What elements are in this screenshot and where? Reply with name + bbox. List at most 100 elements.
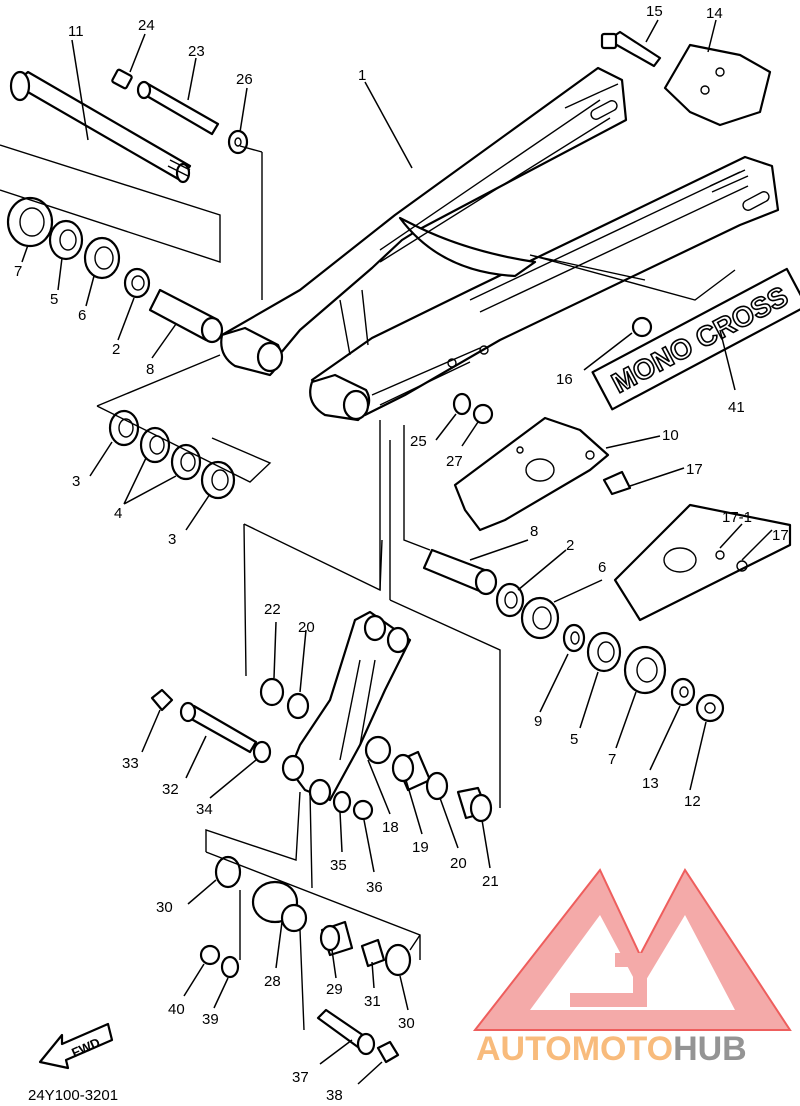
callout-17-right: 17: [772, 527, 789, 544]
bolt-24: [111, 68, 133, 90]
callout-16: 16: [556, 371, 573, 388]
callout-3-left: 3: [72, 473, 80, 490]
callout-34: 34: [196, 801, 213, 818]
washer-26: [227, 129, 249, 155]
callout-1: 1: [358, 67, 366, 84]
seal-20-top: [286, 692, 310, 720]
callout-25: 25: [410, 433, 427, 450]
ring-3-right: [200, 460, 236, 500]
callout-24: 24: [138, 17, 155, 34]
chain-guard-14: [663, 43, 772, 127]
bolt-15: [600, 30, 662, 68]
callout-20-top: 20: [298, 619, 315, 636]
callout-18: 18: [382, 819, 399, 836]
diagram-code: 24Y100-3201: [28, 1087, 118, 1104]
collar-22: [259, 677, 285, 707]
callout-33: 33: [122, 755, 139, 772]
callout-19: 19: [412, 839, 429, 856]
nut-33: [150, 688, 174, 712]
callout-38: 38: [326, 1087, 343, 1104]
callout-35: 35: [330, 857, 347, 874]
callout-37: 37: [292, 1069, 309, 1086]
bearing-4a: [139, 426, 171, 464]
callout-28: 28: [264, 973, 281, 990]
callout-6-left: 6: [78, 307, 86, 324]
callout-8-right: 8: [530, 523, 538, 540]
swingarm: [220, 66, 780, 422]
washer-34: [252, 740, 272, 764]
callout-30-right: 30: [398, 1015, 415, 1032]
callout-14: 14: [706, 5, 723, 22]
bolt-17: [602, 470, 632, 496]
callout-29: 29: [326, 981, 343, 998]
callout-26: 26: [236, 71, 253, 88]
callout-7-right: 7: [608, 751, 616, 768]
seal-7-left: [6, 196, 54, 248]
callout-labels: 11 24 23 26 1 15 14 7 5 6 2 8 16 41 3 4 …: [14, 3, 789, 1104]
bolt-32: [179, 701, 258, 754]
fwd-arrow-icon: FWD: [38, 1022, 114, 1070]
collar-6-left: [83, 236, 121, 280]
pivot-shaft: [9, 70, 192, 184]
chain-puller-10: [453, 416, 610, 532]
nut-27: [472, 403, 494, 425]
callout-22: 22: [264, 601, 281, 618]
nut-40: [199, 944, 221, 966]
callout-11: 11: [68, 23, 84, 40]
seal-20-bottom: [425, 771, 449, 801]
nut-36: [352, 799, 374, 821]
callout-10: 10: [662, 427, 679, 444]
callout-5-left: 5: [50, 291, 58, 308]
callout-23: 23: [188, 43, 205, 60]
bearing-2-right: [495, 582, 525, 618]
nut-12: [695, 693, 725, 723]
callout-15: 15: [646, 3, 663, 20]
callout-32: 32: [162, 781, 179, 798]
callout-31: 31: [364, 993, 381, 1010]
bearing-2-left: [123, 267, 151, 299]
callout-30-left: 30: [156, 899, 173, 916]
callout-2-right: 2: [566, 537, 574, 554]
callout-13: 13: [642, 775, 659, 792]
callout-8-left: 8: [146, 361, 154, 378]
bearing-5-right: [586, 631, 622, 673]
svg-text:AUTOMOTOHUB: AUTOMOTOHUB: [476, 1030, 747, 1068]
washer-9: [562, 623, 586, 653]
seal-30-left: [214, 855, 242, 889]
washer-13: [670, 677, 696, 707]
callout-20-bottom: 20: [450, 855, 467, 872]
nut-38: [376, 1040, 400, 1064]
bolt-16: [631, 316, 653, 338]
washer-25: [452, 392, 472, 416]
callout-3-right: 3: [168, 531, 176, 548]
callout-4: 4: [114, 505, 122, 522]
washer-35: [332, 790, 352, 814]
collar-29: [319, 920, 354, 957]
collar-6-right: [520, 596, 560, 640]
bushing-21: [456, 786, 493, 823]
seal-30-right: [384, 943, 412, 977]
callout-9: 9: [534, 713, 542, 730]
automotohub-watermark-logo: AUTOMOTOHUB: [472, 868, 792, 1068]
washer-39: [220, 955, 240, 979]
collar-8-right: [422, 548, 498, 596]
axle-plate: [613, 503, 792, 622]
callout-12: 12: [684, 793, 701, 810]
callout-5-right: 5: [570, 731, 578, 748]
leader-lines: [21, 19, 773, 1085]
bushing-31: [360, 938, 386, 968]
ring-3-left: [108, 409, 140, 447]
callout-7-left: 7: [14, 263, 22, 280]
relay-arm-18: [281, 610, 412, 806]
shaft-23: [136, 80, 220, 136]
callout-41: 41: [728, 399, 745, 416]
callout-39: 39: [202, 1011, 219, 1028]
watermark-part1: AUTOMOTO: [476, 1030, 673, 1068]
collar-19: [391, 750, 432, 792]
bolt-37: [316, 1008, 376, 1056]
callout-27: 27: [446, 453, 463, 470]
callout-17: 17: [686, 461, 703, 478]
connecting-rod-28: [251, 880, 308, 933]
callout-17-1: 17-1: [722, 509, 752, 526]
callout-6-right: 6: [598, 559, 606, 576]
